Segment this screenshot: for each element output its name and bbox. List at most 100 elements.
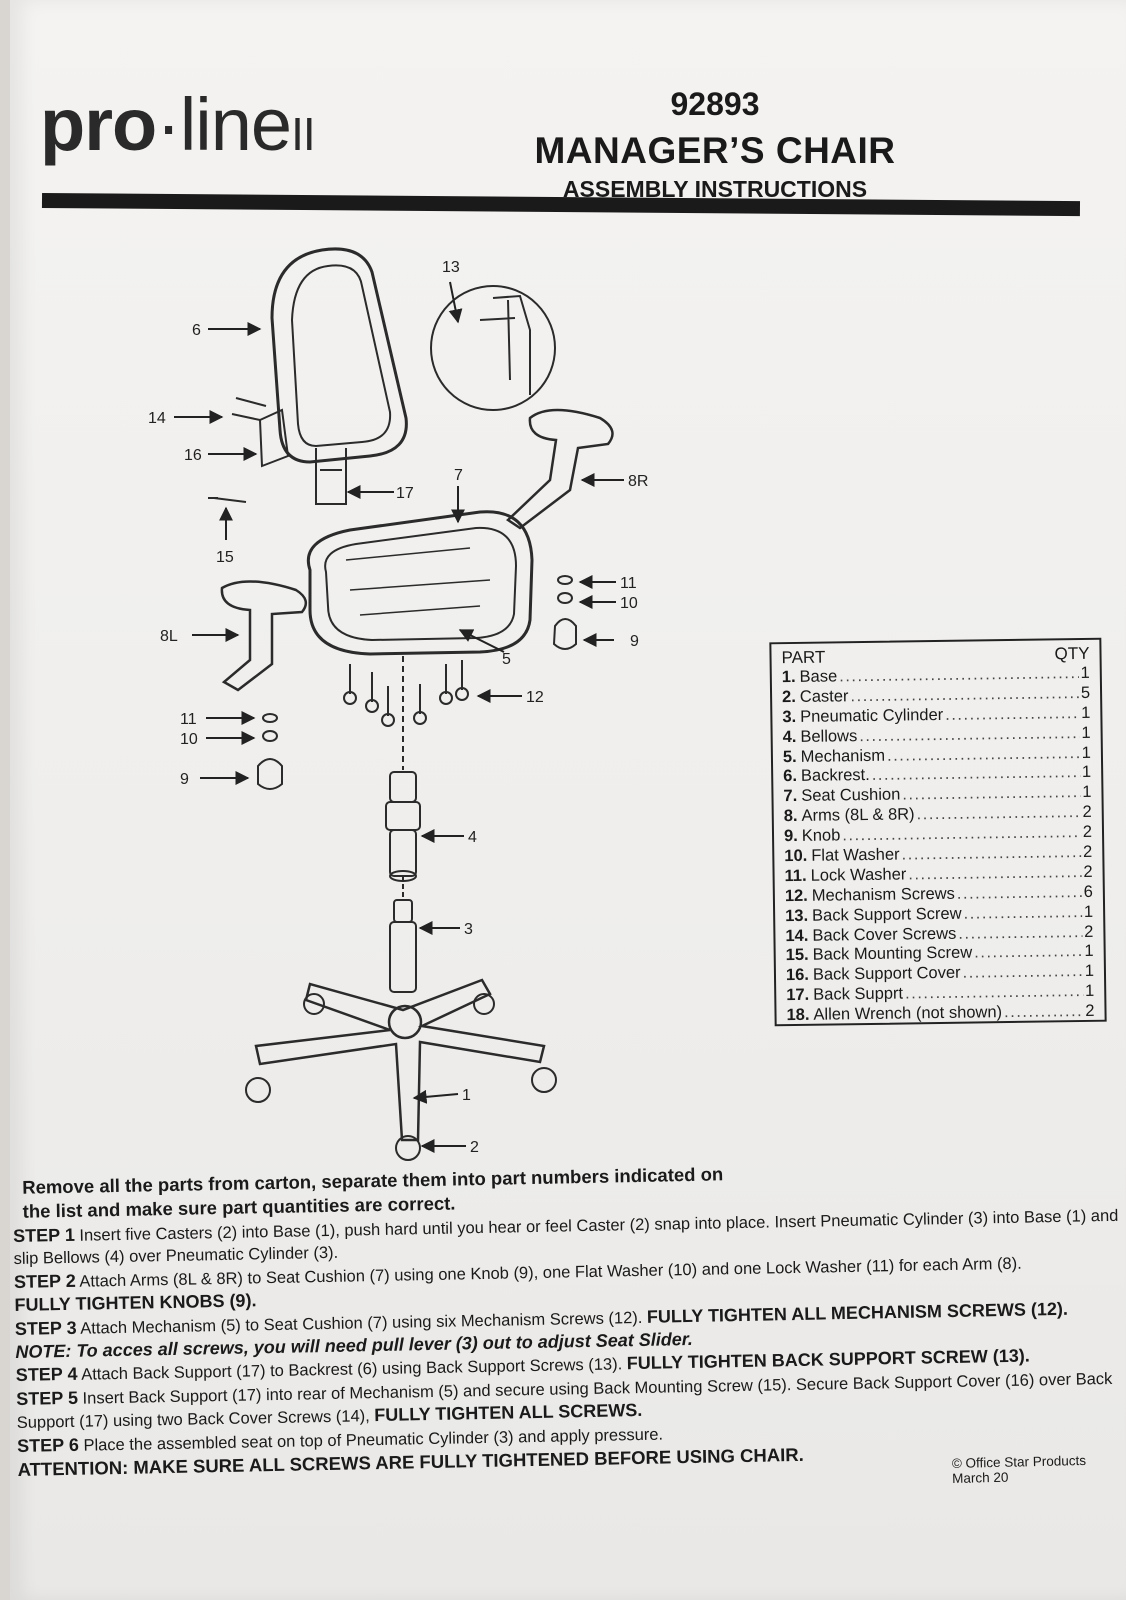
step-2-emphasis: FULLY TIGHTEN KNOBS (9).	[14, 1290, 257, 1315]
leader-dots	[859, 724, 1079, 746]
part-qty: 2	[1082, 803, 1092, 822]
backrest-shape	[270, 247, 408, 464]
leader-dots	[902, 783, 1080, 804]
step-3-label: STEP 3	[14, 1317, 77, 1339]
chair-base	[254, 978, 546, 1142]
part-number: 15.	[785, 946, 809, 965]
logo-pro: pro	[40, 83, 157, 166]
leader-dots	[905, 982, 1083, 1003]
instruction-sheet: pro·lineII 92893 MANAGER’S CHAIR ASSEMBL…	[10, 0, 1126, 1600]
leader-dots	[872, 763, 1081, 785]
copyright-text: © Office Star Products March 20	[951, 1452, 1087, 1486]
callout-9-right: 9	[630, 633, 639, 650]
part-qty: 6	[1083, 882, 1093, 901]
part-qty: 1	[1084, 982, 1095, 1001]
part-number: 17.	[786, 986, 810, 1005]
part-column-header: PART	[781, 647, 826, 668]
leader-dots	[839, 664, 1079, 686]
step-6-label: STEP 6	[16, 1434, 80, 1456]
part-number: 11.	[784, 866, 807, 886]
part-number: 4.	[782, 727, 797, 746]
casters	[245, 993, 557, 1161]
leader-dots	[908, 863, 1081, 884]
callout-arrows	[174, 281, 624, 1153]
callout-6: 6	[192, 322, 201, 339]
part-number: 13.	[785, 906, 809, 925]
callout-11-left: 11	[180, 711, 197, 728]
part-number: 12.	[784, 886, 808, 905]
part-number: 16.	[785, 966, 810, 985]
part-name: Back Supprt	[813, 984, 904, 1005]
callout-3: 3	[464, 921, 473, 938]
part-name: Pneumatic Cylinder	[800, 705, 944, 726]
parts-list-box: PART QTY 1.Base12.Caster53.Pneumatic Cyl…	[769, 637, 1107, 1027]
part-number: 9.	[783, 827, 798, 846]
part-number: 1.	[781, 667, 796, 687]
part-name: Knob	[801, 826, 841, 846]
leader-dots	[916, 803, 1080, 824]
part-name: Allen Wrench (not shown)	[813, 1003, 1003, 1024]
part-qty: 1	[1084, 962, 1095, 981]
part-qty: 1	[1081, 723, 1091, 742]
part-name: Lock Washer	[810, 865, 907, 885]
part-qty: 5	[1080, 683, 1091, 702]
bellows	[389, 771, 417, 803]
part-name: Back Support Screw	[811, 904, 962, 925]
part-qty: 1	[1082, 783, 1092, 802]
step-2-label: STEP 2	[13, 1270, 76, 1292]
callout-1: 1	[462, 1087, 471, 1104]
detail-circle	[430, 285, 556, 411]
seat-shape	[307, 510, 534, 656]
exploded-chair-diagram: 6 13 14 16 17 7 8R 15 11 10 9 8L 5 12 11…	[148, 247, 648, 1161]
part-name: Seat Cushion	[801, 785, 901, 806]
leader-dots	[974, 942, 1083, 963]
leader-dots	[957, 883, 1082, 904]
callout-9-left: 9	[180, 771, 189, 788]
part-number: 14.	[785, 926, 809, 945]
part-number: 10.	[784, 846, 808, 866]
mechanism-screws	[343, 660, 469, 727]
parts-rows: 1.Base12.Caster53.Pneumatic Cylinder14.B…	[782, 664, 1095, 1026]
logo-dot: ·	[156, 83, 181, 166]
leader-dots	[842, 823, 1081, 845]
logo-ii: II	[291, 108, 316, 160]
part-name: Caster	[799, 687, 849, 706]
callout-labels: 6 13 14 16 17 7 8R 15 11 10 9 8L 5 12 11…	[148, 259, 648, 1156]
step-5-label: STEP 5	[16, 1387, 79, 1409]
callout-5: 5	[502, 651, 511, 668]
leader-dots	[850, 684, 1079, 706]
part-name: Bellows	[800, 726, 858, 746]
part-number: 7.	[783, 787, 798, 806]
pneumatic-cylinder	[393, 899, 413, 923]
part-name: Arms (8L & 8R)	[801, 805, 915, 826]
diagram-lines	[208, 247, 614, 1161]
part-name: Back Mounting Screw	[812, 944, 973, 965]
leader-dots	[887, 744, 1080, 766]
part-name: Mechanism	[800, 746, 886, 766]
callout-16: 16	[184, 447, 202, 464]
part-name: Mechanism Screws	[811, 884, 955, 905]
callout-8r: 8R	[628, 473, 648, 490]
callout-15: 15	[216, 549, 234, 566]
callout-14: 14	[148, 410, 166, 427]
part-qty: 1	[1081, 743, 1092, 762]
parts-list-item: 18.Allen Wrench (not shown)2	[786, 1002, 1094, 1026]
part-name: Flat Washer	[811, 845, 900, 865]
step-4-label: STEP 4	[15, 1363, 78, 1385]
proline-logo: pro·lineII	[40, 82, 316, 167]
part-name: Base	[799, 667, 838, 686]
model-number: 92893	[670, 86, 760, 122]
callout-10-right: 10	[620, 595, 638, 612]
part-name: Backrest.	[800, 766, 870, 786]
callout-12: 12	[526, 689, 544, 706]
part-qty: 1	[1081, 703, 1091, 722]
qty-column-header: QTY	[1054, 643, 1090, 664]
document-title: MANAGER’S CHAIR	[534, 130, 896, 171]
leader-dots	[963, 903, 1082, 924]
part-qty: 1	[1084, 942, 1094, 961]
callout-4: 4	[468, 829, 477, 846]
callout-13: 13	[442, 259, 460, 276]
instructions: Remove all the parts from carton, separa…	[12, 1155, 1126, 1482]
part-qty: 1	[1081, 763, 1092, 782]
callout-17: 17	[396, 485, 414, 502]
